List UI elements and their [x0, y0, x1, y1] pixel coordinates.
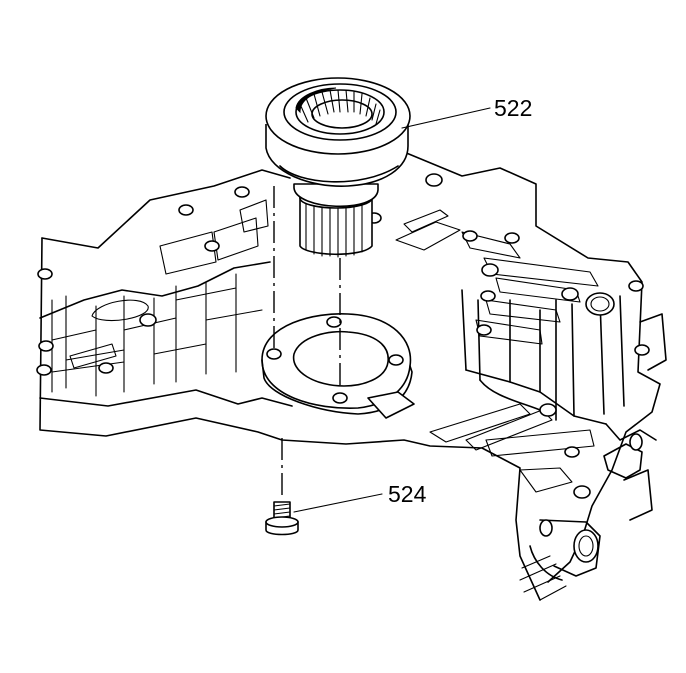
leader-line-522	[401, 107, 491, 129]
assembly-centerlines	[273, 186, 341, 500]
plate-bolt-holes	[36, 173, 650, 537]
callout-label-524: 524	[388, 481, 427, 507]
callout-524: 524	[293, 481, 427, 513]
bearing-hub-part	[265, 77, 411, 258]
bolt-part	[265, 501, 299, 536]
callout-522: 522	[401, 95, 532, 129]
callout-label-522: 522	[494, 95, 532, 121]
seal-ring-plate	[261, 312, 415, 419]
leader-line-524	[293, 493, 383, 513]
